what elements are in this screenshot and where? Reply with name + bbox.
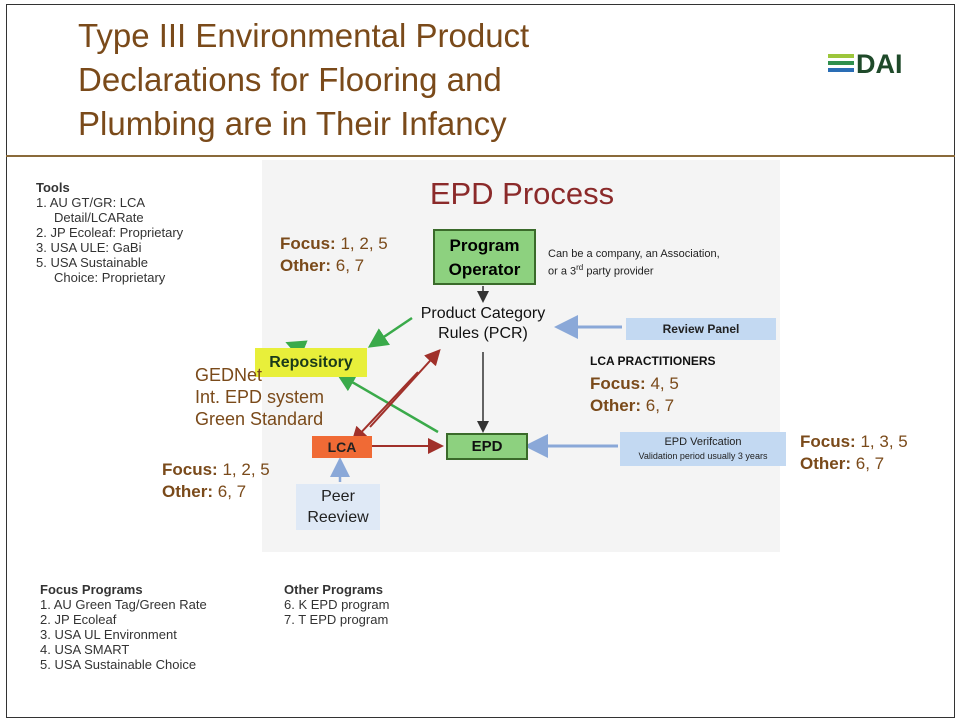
repository-system: Int. EPD system [195, 387, 325, 407]
focus-programs-list: Focus Programs 1. AU Green Tag/Green Rat… [40, 582, 207, 672]
slide-frame [6, 4, 955, 718]
review-panel-box: Review Panel [626, 318, 776, 340]
pcr-repository-arrow [367, 316, 413, 348]
epd-box: EPD [446, 433, 528, 460]
pcr-line1: Product Category [420, 305, 546, 322]
practitioners-focus: Focus: 4, 5 Other: 6, 7 [590, 373, 679, 417]
verification-title: EPD Verifcation [664, 436, 742, 448]
focus-program-item: 3. USA UL Environment [40, 627, 177, 642]
operator-focus: Focus: 1, 2, 5 Other: 6, 7 [280, 233, 388, 277]
title-divider [6, 155, 955, 157]
repository-box: Repository [255, 348, 367, 377]
tools-heading: Tools [36, 180, 70, 195]
other-programs-heading: Other Programs [284, 582, 383, 597]
repository-system: GEDNet [195, 365, 263, 385]
focus-value: 1, 3, 5 [860, 432, 908, 451]
lca-focus: Focus: 1, 2, 5 Other: 6, 7 [162, 459, 270, 503]
lca-practitioners-heading: LCA PRACTITIONERS [590, 354, 716, 368]
other-program-item: 7. T EPD program [284, 612, 389, 627]
other-value: 6, 7 [645, 396, 675, 415]
lca-pcr-arrow [369, 349, 441, 428]
focus-program-item: 4. USA SMART [40, 642, 130, 657]
note-line2: or a 3rd party provider [548, 263, 654, 278]
tools-item: Detail/LCARate [54, 210, 144, 225]
other-value: 6, 7 [217, 482, 247, 501]
program-operator-box: Program Operator [433, 229, 536, 285]
other-programs-list: Other Programs 6. K EPD program 7. T EPD… [284, 582, 390, 627]
focus-value: 1, 2, 5 [222, 460, 270, 479]
repository-systems: GEDNet Int. EPD system Green Standard [195, 364, 324, 430]
tools-item: 2. JP Ecoleaf: Proprietary [36, 225, 184, 240]
program-operator-note: Can be a company, an Association, or a 3… [548, 247, 720, 279]
tools-item: 1. AU GT/GR: LCA [36, 195, 146, 210]
tools-item: Choice: Proprietary [54, 270, 166, 285]
dai-logo: DAI [828, 48, 928, 80]
slide-title: Type III Environmental Product Declarati… [78, 17, 530, 142]
note-line1: Can be a company, an Association, [548, 248, 720, 260]
pcr-label: Product Category Rules (PCR) [403, 304, 563, 344]
focus-label: Focus: [590, 374, 646, 393]
repository-system: Green Standard [195, 409, 324, 429]
focus-program-item: 1. AU Green Tag/Green Rate [40, 597, 207, 612]
focus-label: Focus: [800, 432, 856, 451]
pcr-lca-arrow [351, 371, 419, 443]
logo-bars-icon [828, 54, 854, 74]
tools-list: Tools 1. AU GT/GR: LCA Detail/LCARate 2.… [36, 180, 183, 285]
focus-program-item: 5. USA Sustainable Choice [40, 657, 197, 672]
other-value: 6, 7 [855, 454, 885, 473]
logo-text: DAI [856, 49, 903, 79]
peer-review-box: Peer Reeview [296, 484, 380, 530]
other-label: Other: [590, 396, 641, 415]
epd-verification-box: EPD Verifcation Validation period usuall… [620, 432, 786, 466]
focus-value: 1, 2, 5 [340, 234, 388, 253]
tools-item: 5. USA Sustainable [36, 255, 149, 270]
other-label: Other: [162, 482, 213, 501]
focus-label: Focus: [162, 460, 218, 479]
other-program-item: 6. K EPD program [284, 597, 390, 612]
other-value: 6, 7 [335, 256, 365, 275]
peer-review-line2: Reeview [307, 509, 369, 526]
other-label: Other: [800, 454, 851, 473]
verification-focus: Focus: 1, 3, 5 Other: 6, 7 [800, 431, 908, 475]
verification-note: Validation period usually 3 years [638, 451, 768, 461]
other-label: Other: [280, 256, 331, 275]
pcr-line2: Rules (PCR) [438, 325, 528, 342]
focus-program-item: 2. JP Ecoleaf [40, 612, 117, 627]
diagram-title: EPD Process [429, 176, 615, 211]
focus-programs-heading: Focus Programs [40, 582, 143, 597]
program-operator-line2: Operator [448, 260, 521, 279]
focus-value: 4, 5 [650, 374, 679, 393]
tools-item: 3. USA ULE: GaBi [36, 240, 142, 255]
peer-review-line1: Peer [321, 488, 355, 505]
program-operator-line1: Program [449, 236, 520, 255]
lca-box: LCA [312, 436, 372, 458]
focus-label: Focus: [280, 234, 336, 253]
